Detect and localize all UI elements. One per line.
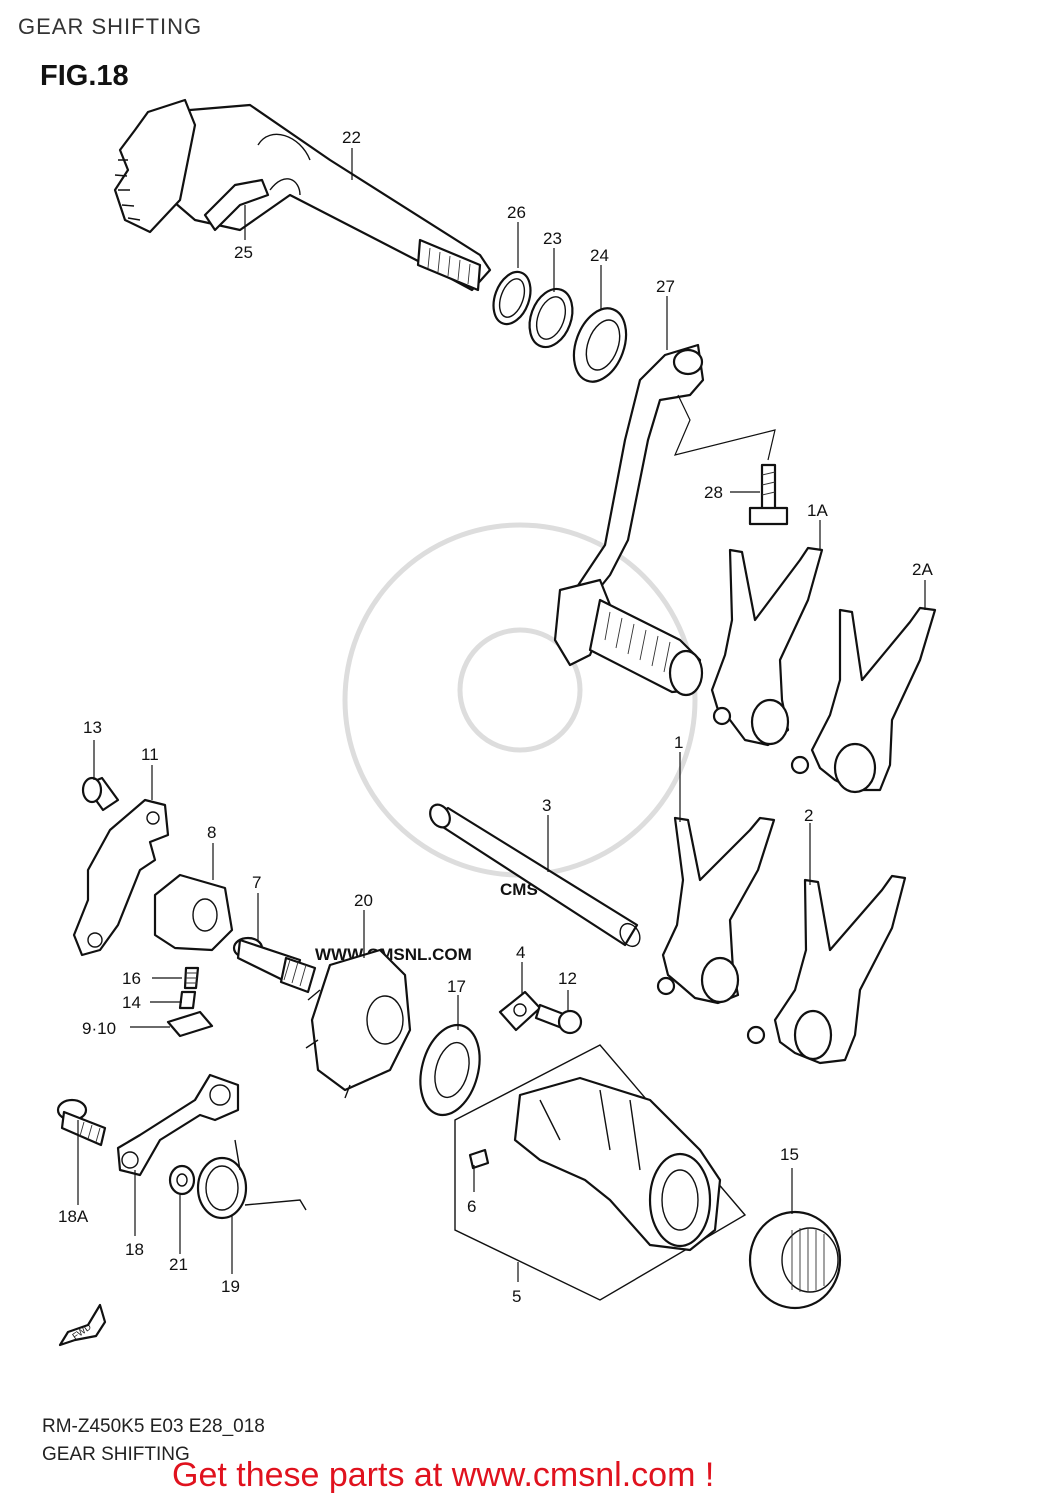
callout-17: 17 bbox=[447, 977, 466, 996]
cam-bearing bbox=[419, 1023, 481, 1117]
leader-lines bbox=[77, 148, 926, 1282]
callout-15: 15 bbox=[780, 1145, 799, 1164]
cam-guide-plate bbox=[72, 798, 170, 957]
arm-washer bbox=[168, 1164, 196, 1196]
cam-stopper-spring bbox=[183, 966, 200, 990]
gearshift-cam bbox=[454, 1044, 747, 1301]
callout-7: 7 bbox=[252, 873, 261, 892]
shaft-return-spring bbox=[203, 178, 270, 232]
callout-24: 24 bbox=[590, 246, 609, 265]
callout-23: 23 bbox=[543, 229, 562, 248]
shift-fork-1a bbox=[710, 546, 824, 747]
callout-18a: 18A bbox=[58, 1207, 89, 1226]
callout-2: 2 bbox=[804, 806, 813, 825]
callout-16: 16 bbox=[122, 969, 141, 988]
watermark-url: WWW.CMSNL.COM bbox=[315, 945, 472, 964]
callout-21: 21 bbox=[169, 1255, 188, 1274]
shift-fork-2a bbox=[790, 606, 937, 794]
shift-arm-bolt bbox=[56, 1098, 107, 1147]
callout-14: 14 bbox=[122, 993, 141, 1012]
shift-fork-2 bbox=[746, 874, 907, 1065]
section-caption: GEAR SHIFTING bbox=[42, 1444, 190, 1465]
fork-shaft bbox=[429, 803, 641, 948]
forward-arrow-icon: FWD bbox=[58, 1303, 107, 1347]
callout-20: 20 bbox=[354, 891, 373, 910]
callout-13: 13 bbox=[83, 718, 102, 737]
callout-28: 28 bbox=[704, 483, 723, 502]
callout-19: 19 bbox=[221, 1277, 240, 1296]
callout-1: 1 bbox=[674, 733, 683, 752]
cam-stopper bbox=[166, 1010, 214, 1038]
promo-link[interactable]: Get these parts at www.cmsnl.com ! bbox=[172, 1456, 715, 1494]
model-code: RM-Z450K5 E03 E28_018 bbox=[42, 1416, 265, 1437]
stopper-screw bbox=[81, 776, 120, 812]
needle-bearing bbox=[748, 1210, 842, 1310]
callout-8: 8 bbox=[207, 823, 216, 842]
oil-seal bbox=[572, 307, 628, 383]
callout-25: 25 bbox=[234, 243, 253, 262]
callout-11: 11 bbox=[141, 745, 159, 764]
callout-22: 22 bbox=[342, 128, 361, 147]
arm-return-spring bbox=[196, 1139, 307, 1220]
gearshift-arm bbox=[116, 1073, 240, 1177]
callout-4: 4 bbox=[516, 943, 525, 962]
callout-5: 5 bbox=[512, 1287, 521, 1306]
callout-2a: 2A bbox=[912, 560, 933, 579]
gearshift-lever bbox=[553, 343, 776, 697]
shift-fork-1 bbox=[656, 816, 776, 1005]
page-header: GEAR SHIFTING bbox=[18, 14, 203, 39]
washer bbox=[528, 287, 574, 349]
callout-18: 18 bbox=[125, 1240, 144, 1259]
gearshift-shaft bbox=[113, 98, 492, 292]
cam-pin bbox=[468, 1148, 490, 1170]
figure-title: FIG.18 bbox=[40, 60, 129, 92]
callout-9-10: 9·10 bbox=[82, 1019, 116, 1038]
retainer-screw bbox=[534, 1003, 583, 1035]
callout-labels: 22 25 26 23 24 27 28 1A 2A 13 11 8 7 3 1… bbox=[58, 128, 933, 1306]
circlip bbox=[492, 270, 532, 326]
watermark-logo-text: CMS bbox=[500, 880, 538, 899]
cam-stopper-pin bbox=[178, 990, 197, 1010]
callout-6: 6 bbox=[467, 1197, 476, 1216]
gearshift-cam-driven-gear bbox=[153, 873, 234, 952]
callout-3: 3 bbox=[542, 796, 551, 815]
fork-shaft-retainer bbox=[498, 990, 542, 1032]
callout-12: 12 bbox=[558, 969, 577, 988]
lever-bolt bbox=[748, 463, 789, 526]
gearshift-cam-plate bbox=[305, 948, 412, 1099]
cam-stopper-bolt bbox=[232, 936, 317, 994]
callout-26: 26 bbox=[507, 203, 526, 222]
callout-27: 27 bbox=[656, 277, 675, 296]
callout-1a: 1A bbox=[807, 501, 828, 520]
